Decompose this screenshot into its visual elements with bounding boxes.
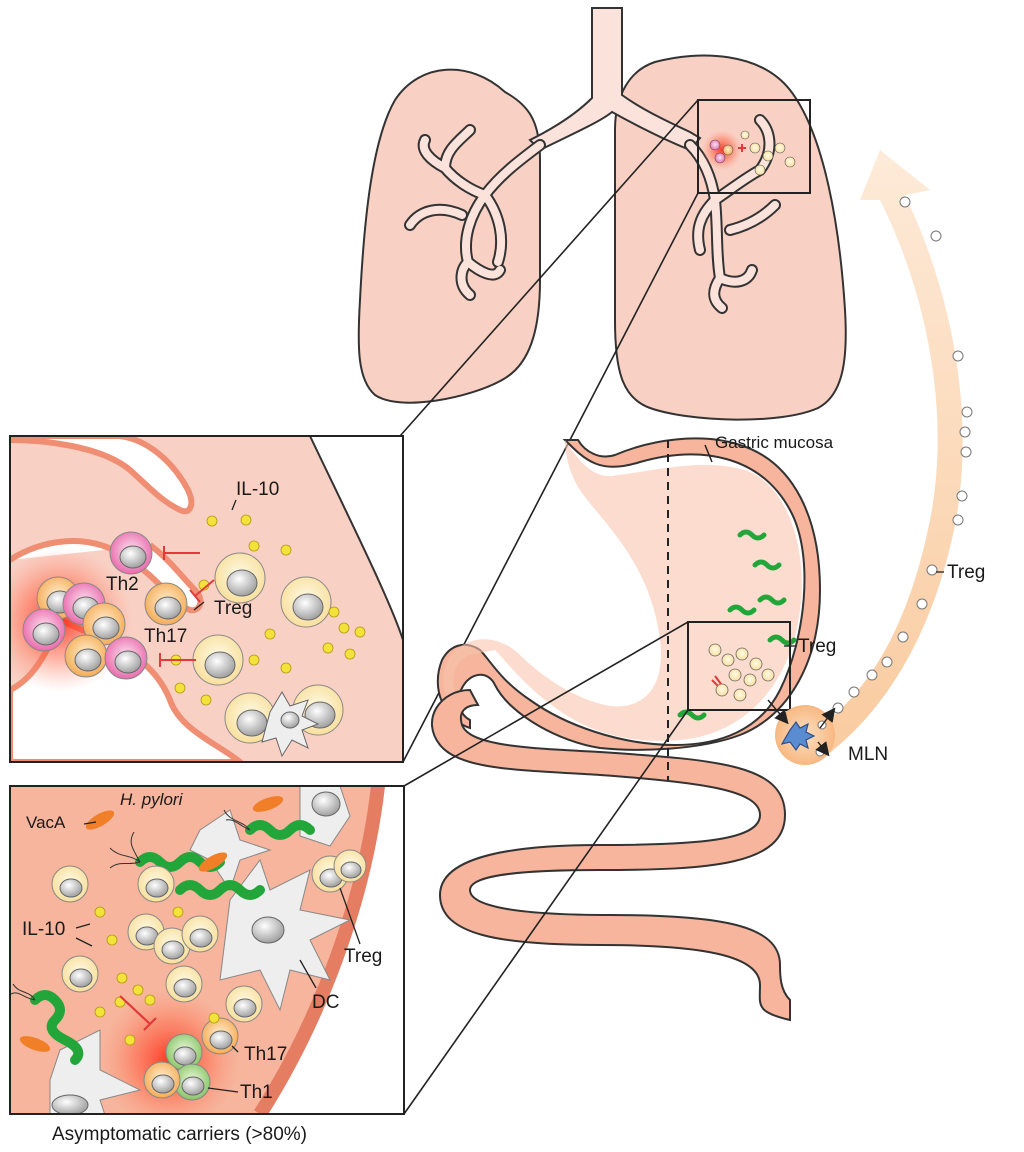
th17-label: Th17 <box>244 1044 287 1065</box>
th17-cell <box>64 634 108 678</box>
th17-cell <box>143 1061 181 1099</box>
treg-cell <box>165 965 203 1003</box>
dendritic-cell <box>261 691 320 758</box>
h-pylori-label: H. pylori <box>120 790 184 809</box>
th2-cell <box>22 608 66 652</box>
treg-cell <box>225 985 263 1023</box>
treg-cell <box>333 849 367 883</box>
gastric-mucosa-leader <box>704 444 713 463</box>
stomach-leaders <box>75 821 361 1093</box>
figure-caption: Asymptomatic carriers (>80%) <box>52 1124 307 1145</box>
th17-cell <box>144 582 188 626</box>
gastric-mucosa-label: Gastric mucosa <box>715 433 834 452</box>
th2-cell <box>104 636 148 680</box>
lung-panel-cells <box>22 531 344 758</box>
vaca-toxins <box>19 796 284 1052</box>
gastric-cells-mini <box>708 643 775 702</box>
th17-cell <box>82 602 126 646</box>
intestine <box>430 688 791 1022</box>
vaca-label: VacA <box>26 813 66 832</box>
right-lung <box>614 54 847 421</box>
stomach-treg-label: Treg <box>344 946 382 967</box>
lung-mini-cells <box>709 130 796 176</box>
th2-cell <box>109 531 153 575</box>
lung-treg-label: Treg <box>214 598 252 619</box>
stomach-zoom-box <box>687 621 791 711</box>
treg-cell <box>137 865 175 903</box>
digestive-tract <box>430 437 822 1022</box>
stomach-il10-label: IL-10 <box>22 919 65 940</box>
stomach <box>436 437 822 751</box>
lung-zoom-box <box>697 99 811 194</box>
zoom-lines-stomach <box>403 621 689 1115</box>
lung-th17-label: Th17 <box>144 626 187 647</box>
stomach-inhibition <box>119 995 157 1031</box>
treg-cell <box>280 576 332 628</box>
left-lung <box>357 68 541 404</box>
lung-mini-inflammation <box>702 130 742 170</box>
th1-cell <box>165 1033 203 1071</box>
mln-label: MLN <box>848 744 888 765</box>
stomach-treg-label-right: Treg <box>798 636 836 657</box>
lung-il10-dots <box>170 514 366 706</box>
treg-cell <box>61 955 99 993</box>
treg-cell <box>181 915 219 953</box>
dc-label: DC <box>312 992 339 1013</box>
treg-cell <box>192 634 244 686</box>
mln-dc <box>780 720 816 752</box>
treg-cell <box>214 552 266 604</box>
trachea <box>528 7 702 152</box>
mln <box>767 699 836 765</box>
lung-th2-label: Th2 <box>106 574 139 595</box>
stomach-panel: VacA H. pylori IL-10 Treg DC Th17 Th1 <box>9 785 405 1115</box>
treg-cell <box>51 865 89 903</box>
flagella <box>10 809 251 1001</box>
lung-inhibition-arrows <box>159 546 215 667</box>
treg-migration-label: Treg <box>947 562 985 583</box>
stomach-panel-cells <box>51 849 367 1101</box>
th1-label: Th1 <box>240 1082 273 1103</box>
th17-cell <box>201 1017 239 1055</box>
stomach-body <box>443 440 802 741</box>
lung-panel: IL-10 Th2 Th17 Treg <box>9 435 404 763</box>
lungs <box>357 7 847 421</box>
lung-il10-label: IL-10 <box>236 479 279 500</box>
